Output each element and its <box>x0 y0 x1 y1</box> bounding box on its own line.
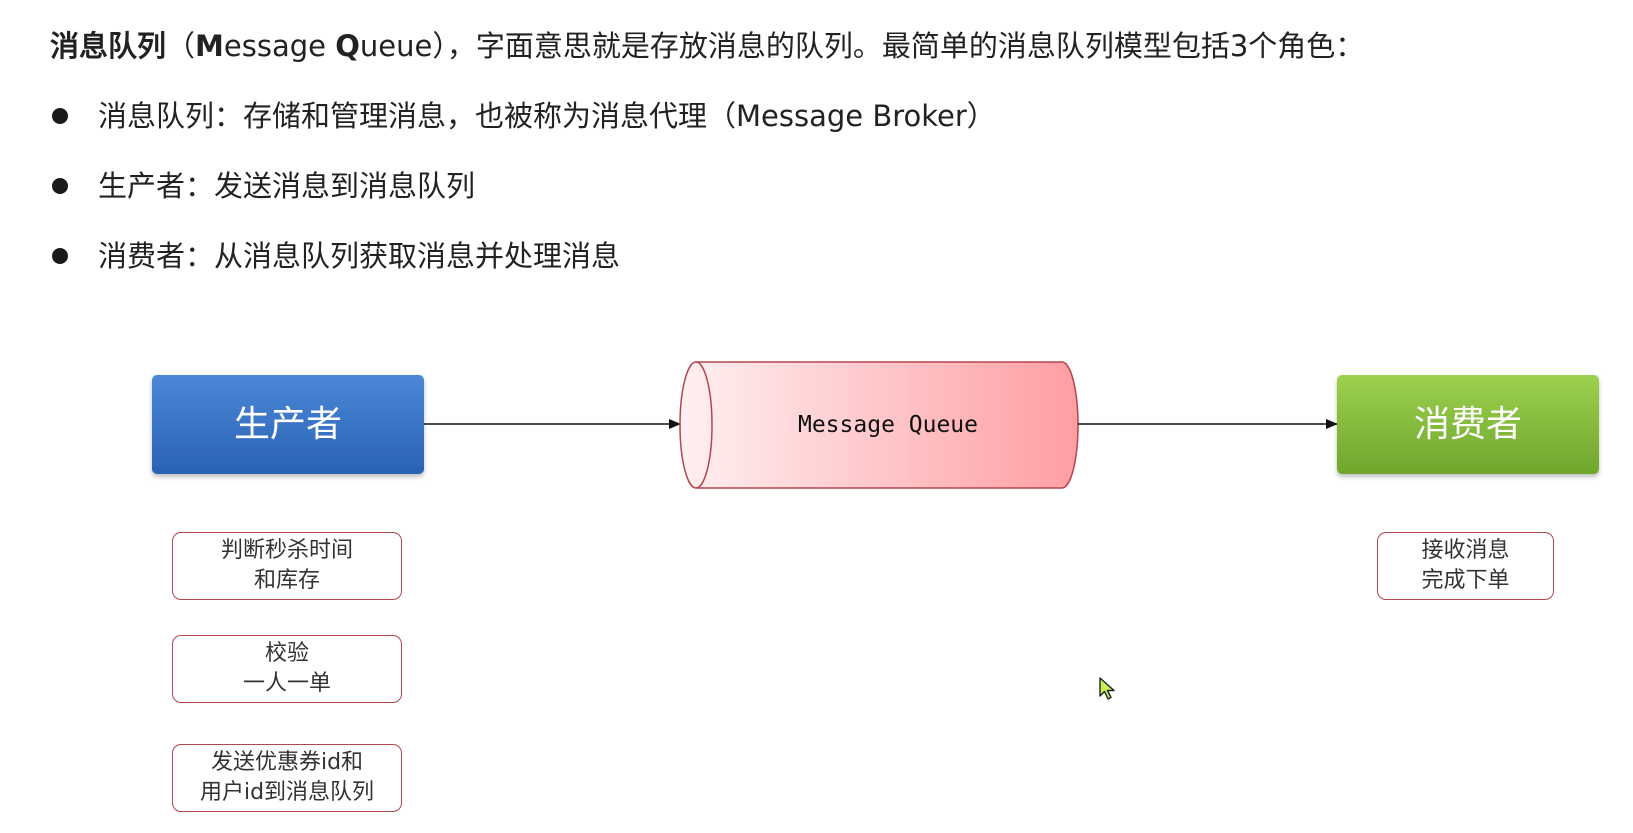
producer-note-time-stock: 判断秒杀时间 和库存 <box>172 532 402 600</box>
bullet-text: 消息队列：存储和管理消息，也被称为消息代理（Message Broker） <box>98 99 996 133</box>
intro-sentence: 消息队列（Message Queue），字面意思就是存放消息的队列。最简单的消息… <box>50 22 1610 70</box>
queue-body <box>679 361 1079 489</box>
list-item: 消息队列：存储和管理消息，也被称为消息代理（Message Broker） <box>50 92 996 162</box>
note-line: 判断秒杀时间 <box>220 538 353 563</box>
bullet-text: 消费者：从消息队列获取消息并处理消息 <box>98 239 621 273</box>
producer-note-send-ids: 发送优惠券id和 用户id到消息队列 <box>172 744 402 812</box>
intro-rest: ），字面意思就是存放消息的队列。最简单的消息队列模型包括3个角色： <box>432 29 1365 63</box>
list-item: 生产者：发送消息到消息队列 <box>50 162 996 232</box>
bullet-dot-icon <box>52 178 68 194</box>
note-line: 用户id到消息队列 <box>199 780 375 805</box>
intro-essage: essage <box>223 29 336 63</box>
queue-label: Message Queue <box>798 412 978 438</box>
intro-paren-open: （ <box>166 29 196 63</box>
list-item: 消费者：从消息队列获取消息并处理消息 <box>50 232 996 302</box>
note-line: 接收消息 <box>1421 538 1510 563</box>
intro-bold-q: Q <box>335 29 360 63</box>
producer-box <box>152 375 424 474</box>
consumer-label: 消费者 <box>1414 404 1522 445</box>
intro-bold-m: M <box>195 29 224 63</box>
note-line: 一人一单 <box>242 671 331 696</box>
role-list: 消息队列：存储和管理消息，也被称为消息代理（Message Broker） 生产… <box>50 92 996 302</box>
note-line: 和库存 <box>253 568 320 593</box>
intro-bold-lead: 消息队列 <box>50 29 167 63</box>
consumer-note-receive-order: 接收消息 完成下单 <box>1377 532 1554 600</box>
mouse-pointer-icon <box>1099 677 1115 700</box>
intro-ueue: ueue <box>359 29 433 63</box>
note-line: 完成下单 <box>1421 568 1510 593</box>
note-line: 校验 <box>264 641 309 666</box>
bullet-dot-icon <box>52 248 68 264</box>
bullet-dot-icon <box>52 108 68 124</box>
queue-cylinder <box>679 361 1079 489</box>
consumer-box <box>1337 375 1599 474</box>
note-line: 发送优惠券id和 <box>210 750 364 775</box>
producer-label: 生产者 <box>234 404 342 445</box>
producer-note-one-per-user: 校验 一人一单 <box>172 635 402 703</box>
queue-left-rim <box>695 361 713 489</box>
bullet-text: 生产者：发送消息到消息队列 <box>98 169 476 203</box>
